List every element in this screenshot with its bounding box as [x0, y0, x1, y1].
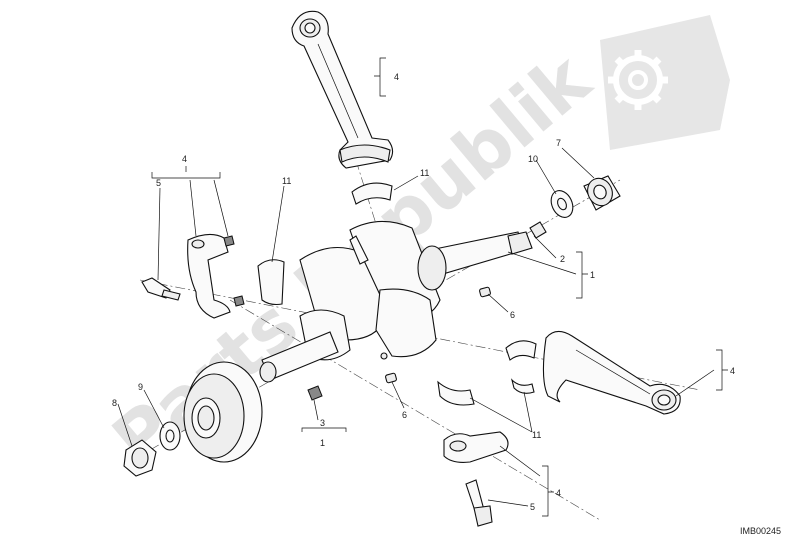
- callout-9: 9: [138, 382, 143, 392]
- washer-10: [550, 190, 574, 218]
- callout-5-left: 5: [156, 178, 161, 188]
- nut-7: [583, 175, 621, 211]
- callout-2: 2: [560, 254, 565, 264]
- callout-4-left: 4: [182, 154, 187, 164]
- bearing-shell-lower-b: [510, 378, 535, 394]
- callout-11-top: 11: [420, 168, 429, 178]
- callout-4-bottom: 4: [556, 488, 561, 498]
- callout-11-bottom: 11: [532, 430, 541, 440]
- conrod-cap-left: [187, 233, 245, 319]
- callout-7: 7: [556, 138, 561, 148]
- washer-9: [159, 421, 181, 451]
- bolt-5-lower: [465, 479, 493, 527]
- callout-3: 3: [320, 418, 325, 428]
- callout-1-right: 1: [590, 270, 595, 280]
- crankshaft: [259, 220, 533, 383]
- bearing-shell-lower-a: [437, 380, 475, 406]
- connecting-rod-upper: [291, 10, 394, 169]
- callout-1-bottom: 1: [320, 438, 325, 448]
- callout-6-right: 6: [510, 310, 515, 320]
- bolt-5-left: [141, 277, 181, 301]
- dowel-pin-6-mid: [385, 372, 397, 384]
- gear-flag-icon: [600, 15, 730, 150]
- leader-lines: [117, 57, 728, 517]
- bearing-shell-left: [257, 259, 285, 306]
- conrod-cap-lower: [443, 431, 509, 463]
- callout-4-top: 4: [394, 72, 399, 82]
- connecting-rod-right: [542, 330, 681, 415]
- diagram-code: IMB00245: [740, 526, 781, 536]
- plug-screw-3: [307, 385, 323, 401]
- plug-2: [529, 221, 547, 239]
- dowel-pin-6-right: [479, 286, 491, 298]
- callout-11-left: 11: [282, 176, 291, 186]
- nut-8: [123, 439, 157, 477]
- callout-5-bottom: 5: [530, 502, 535, 512]
- gear: [183, 361, 263, 463]
- bearing-shell-upper: [351, 182, 393, 205]
- callout-8: 8: [112, 398, 117, 408]
- bearing-shell-right: [505, 340, 537, 361]
- callout-4-right: 4: [730, 366, 735, 376]
- callout-labels: 4 11 10 7 2 1 6 4 5 11 9 8 3 1 6 11 4 5 …: [112, 72, 735, 512]
- callout-6-mid: 6: [402, 410, 407, 420]
- callout-10: 10: [528, 154, 538, 164]
